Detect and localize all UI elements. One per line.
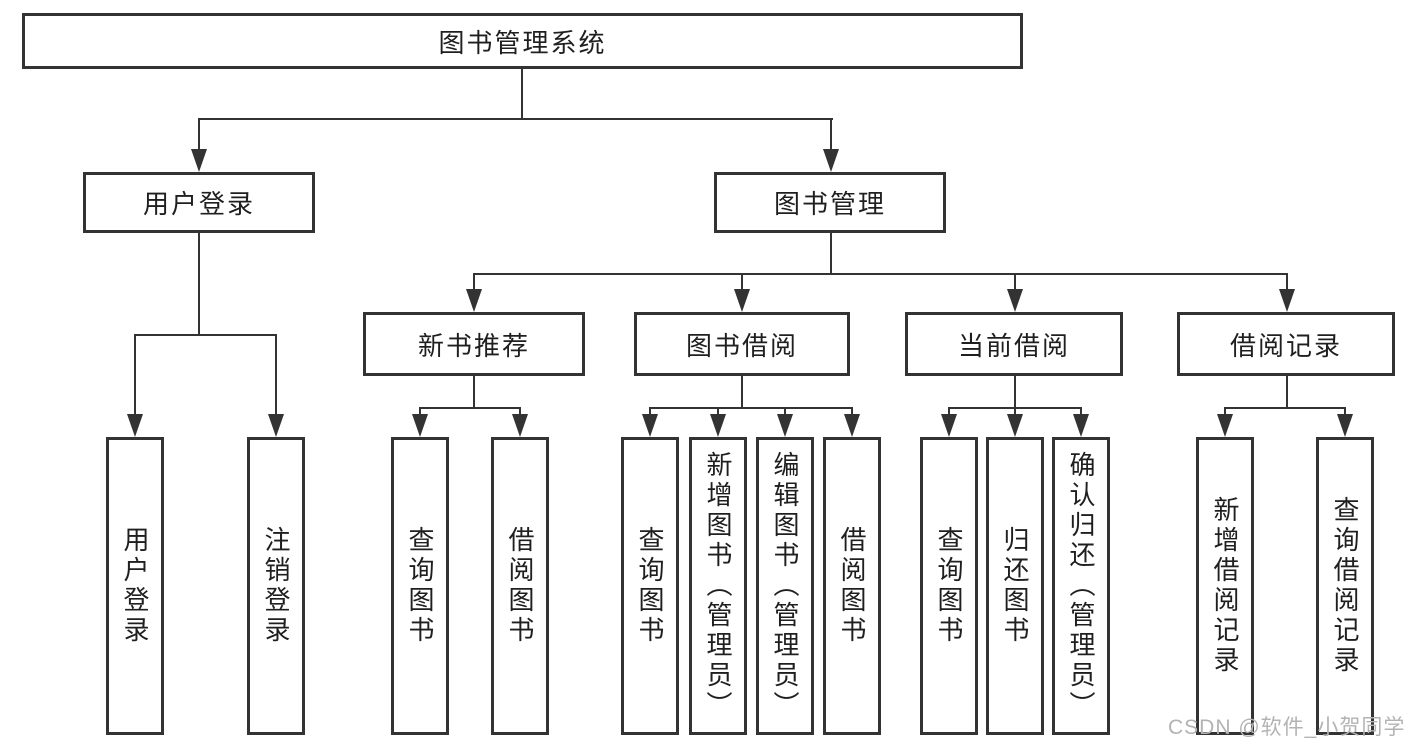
node-book-management: 图书管理: [714, 172, 946, 233]
arrow-down-icon: [466, 289, 482, 312]
connector-stub: [419, 407, 421, 416]
node-root: 图书管理系统: [22, 13, 1023, 69]
connector-stub: [1080, 407, 1082, 416]
leaf-edit-books-admin: 编辑图书（管理员）: [756, 437, 814, 735]
connector-stub: [784, 407, 786, 416]
connector-stub: [851, 407, 853, 416]
connector-branch: [649, 407, 853, 409]
connector-stub: [649, 407, 651, 416]
leaf-query-books-current: 查询图书: [920, 437, 978, 735]
leaf-borrow-books-recommend: 借阅图书: [491, 437, 549, 735]
arrow-down-icon: [823, 149, 839, 172]
connector-trunk: [1014, 376, 1016, 409]
connector-stub: [519, 407, 521, 416]
arrow-down-icon: [642, 414, 658, 437]
connector-user-login-trunk: [198, 233, 200, 336]
arrow-down-icon: [844, 414, 860, 437]
connector-trunk: [741, 376, 743, 409]
leaf-add-books-admin: 新增图书（管理员）: [689, 437, 747, 735]
connector-stub: [717, 407, 719, 416]
arrow-down-icon: [1007, 289, 1023, 312]
arrow-down-icon: [268, 414, 284, 437]
connector-stub: [1286, 273, 1288, 290]
node-borrow-records: 借阅记录: [1177, 312, 1395, 376]
connector-trunk: [473, 376, 475, 409]
arrow-down-icon: [777, 414, 793, 437]
arrow-down-icon: [127, 414, 143, 437]
connector-book-mgmt-branch: [473, 273, 1288, 275]
connector-user-login-left-stub: [134, 334, 136, 415]
connector-root-branch: [198, 118, 833, 120]
leaf-confirm-return-admin: 确认归还（管理员）: [1052, 437, 1110, 735]
arrow-down-icon: [1073, 414, 1089, 437]
node-new-book-recommend: 新书推荐: [363, 312, 585, 376]
connector-stub: [1344, 407, 1346, 416]
arrow-down-icon: [1337, 414, 1353, 437]
connector-root-left-stub: [198, 118, 200, 151]
connector-branch: [1224, 407, 1346, 409]
connector-root-right-stub: [830, 118, 832, 151]
leaf-query-books-borrow: 查询图书: [621, 437, 679, 735]
arrow-down-icon: [412, 414, 428, 437]
node-current-borrow: 当前借阅: [905, 312, 1123, 376]
leaf-user-login: 用户登录: [106, 437, 164, 735]
arrow-down-icon: [512, 414, 528, 437]
connector-stub: [1224, 407, 1226, 416]
arrow-down-icon: [1279, 289, 1295, 312]
connector-root-trunk: [521, 69, 523, 120]
arrow-down-icon: [1007, 414, 1023, 437]
connector-stub: [473, 273, 475, 290]
leaf-add-borrow-record: 新增借阅记录: [1196, 437, 1254, 735]
leaf-query-borrow-record: 查询借阅记录: [1316, 437, 1374, 735]
connector-stub: [1014, 273, 1016, 290]
connector-user-login-right-stub: [275, 334, 277, 415]
arrow-down-icon: [1217, 414, 1233, 437]
node-book-borrow: 图书借阅: [634, 312, 850, 376]
leaf-borrow-books: 借阅图书: [823, 437, 881, 735]
connector-stub: [741, 273, 743, 290]
watermark: CSDN @软件_小贺同学: [1168, 716, 1405, 739]
leaf-return-books: 归还图书: [986, 437, 1044, 735]
connector-user-login-branch: [134, 334, 277, 336]
leaf-logout: 注销登录: [247, 437, 305, 735]
arrow-down-icon: [941, 414, 957, 437]
connector-stub: [948, 407, 950, 416]
leaf-query-books-recommend: 查询图书: [391, 437, 449, 735]
arrow-down-icon: [710, 414, 726, 437]
node-user-login: 用户登录: [83, 172, 315, 233]
connector-book-mgmt-trunk: [830, 233, 832, 275]
connector-trunk: [1286, 376, 1288, 409]
connector-branch: [419, 407, 521, 409]
arrow-down-icon: [191, 149, 207, 172]
connector-stub: [1014, 407, 1016, 416]
arrow-down-icon: [734, 289, 750, 312]
